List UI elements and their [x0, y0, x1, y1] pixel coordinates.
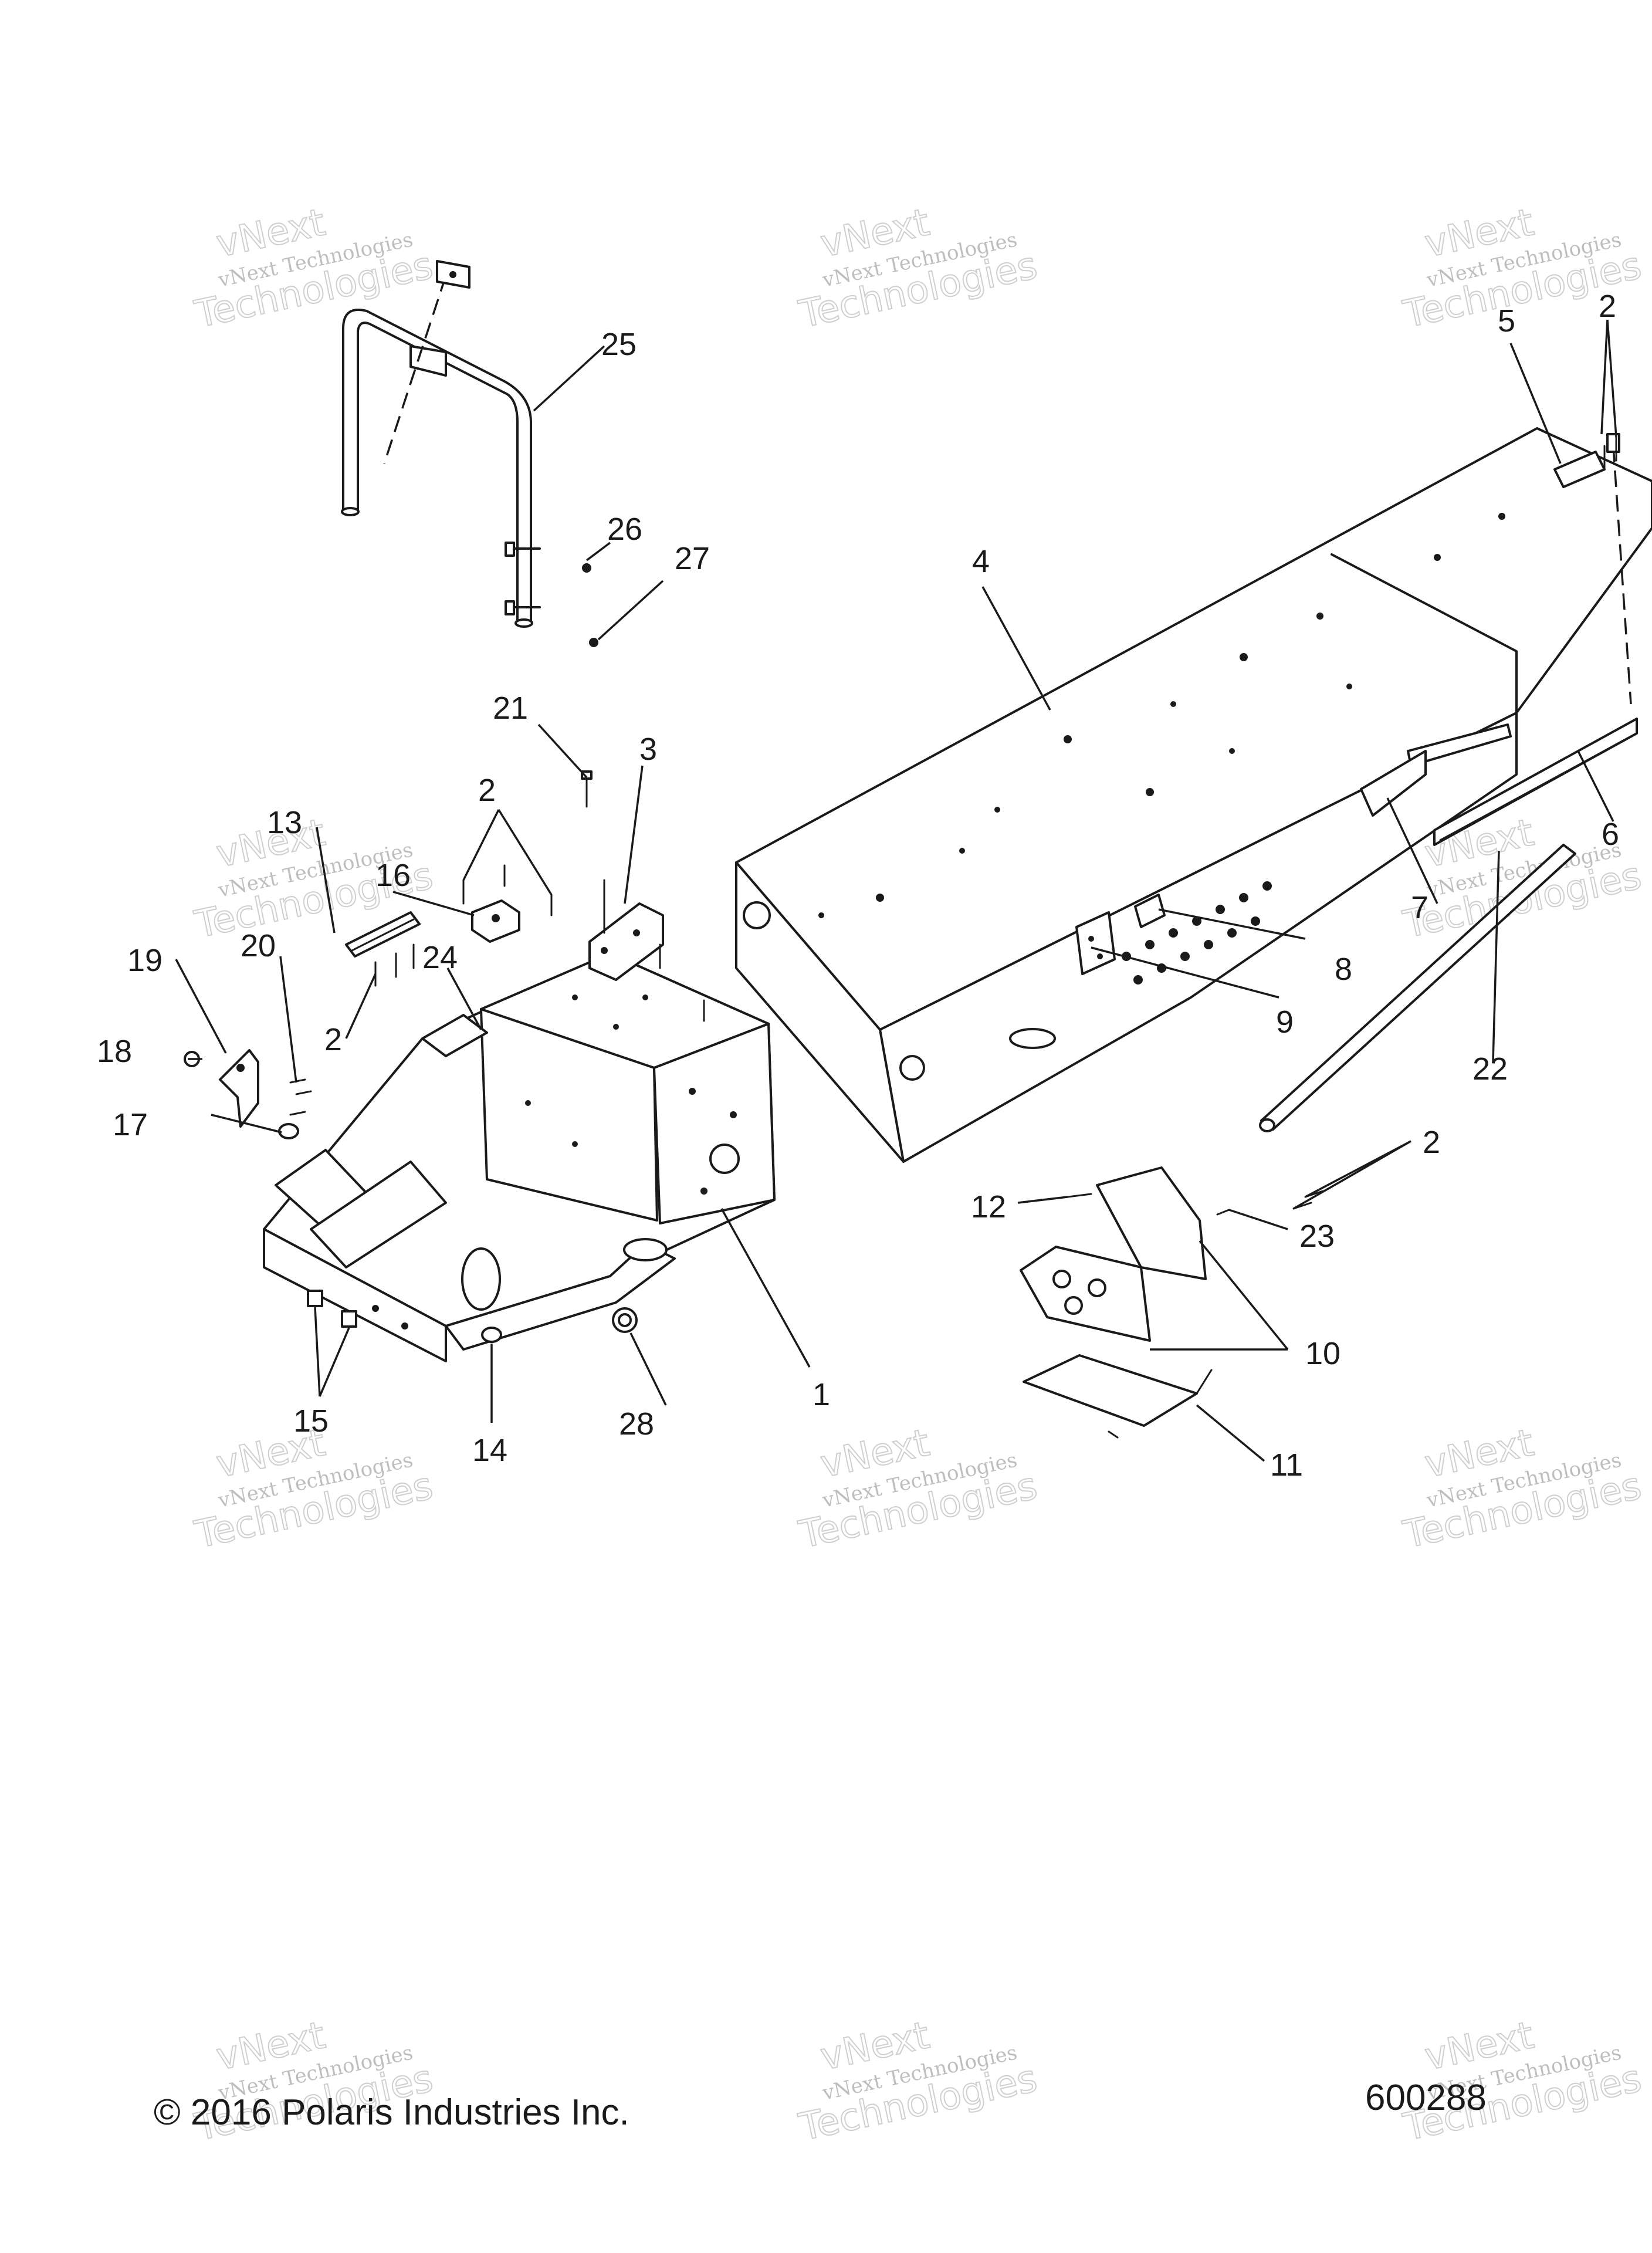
- tunnel-holes: [818, 513, 1505, 918]
- watermark: vNext vNext Technologies Technologies: [795, 1420, 1042, 1558]
- callout-6: 6: [1602, 817, 1619, 852]
- callout-18: 18: [97, 1034, 132, 1069]
- callout-15: 15: [293, 1403, 329, 1439]
- leader-lines: [175, 319, 1617, 1462]
- part-13-clip: [345, 911, 421, 958]
- part-19-bracket: [219, 1049, 259, 1128]
- callout-16: 16: [375, 858, 411, 893]
- callout-9: 9: [1276, 1004, 1294, 1040]
- watermark: vNext vNext Technologies Technologies: [1399, 200, 1646, 337]
- watermark: vNext vNext Technologies Technologies: [191, 200, 438, 337]
- callout-25: 25: [601, 327, 637, 362]
- callout-5: 5: [1498, 303, 1515, 339]
- callout-2: 2: [324, 1022, 342, 1057]
- callout-24: 24: [422, 940, 458, 975]
- callout-3: 3: [639, 732, 657, 767]
- watermark: vNext vNext Technologies Technologies: [795, 200, 1042, 337]
- callout-2: 2: [1599, 289, 1616, 324]
- callout-4: 4: [972, 544, 990, 579]
- callout-23: 23: [1299, 1219, 1335, 1254]
- part-1-front-frame: [263, 952, 776, 1362]
- part-7-side-plate: [1360, 750, 1427, 817]
- part-10-brackets: [1020, 1166, 1207, 1342]
- part-12-bolt: [1067, 1193, 1092, 1198]
- callout-7: 7: [1411, 890, 1428, 925]
- callout-21: 21: [493, 691, 528, 726]
- part-3-bracket: [588, 879, 664, 981]
- callout-20: 20: [241, 928, 276, 963]
- callout-labels: 25 26 27 21 3 2 4 5 2 13 16 19 20 24 2 1…: [97, 289, 1619, 1483]
- part-27-nut: [589, 638, 598, 647]
- watermark: vNext vNext Technologies Technologies: [795, 2013, 1042, 2150]
- watermark: vNext vNext Technologies Technologies: [1399, 1420, 1646, 1558]
- callout-11: 11: [1270, 1447, 1303, 1483]
- part-6-rail: [1433, 718, 1638, 846]
- callout-28: 28: [619, 1406, 654, 1442]
- part-23-bolt: [1216, 1209, 1230, 1216]
- frame-holes: [372, 994, 737, 1330]
- callout-1: 1: [813, 1377, 830, 1412]
- part-17-bolt: [278, 1123, 299, 1139]
- part-15-nuts: [307, 1290, 357, 1328]
- part-16-bracket: [471, 899, 520, 943]
- callout-10: 10: [1305, 1336, 1340, 1371]
- part-25-grab-bar: [341, 260, 533, 628]
- part-14-plug: [481, 1327, 502, 1343]
- callout-22: 22: [1472, 1051, 1508, 1087]
- part-24-cross-member: [421, 1014, 488, 1057]
- drawing-number: 600288: [1365, 2078, 1487, 2118]
- callout-14: 14: [472, 1433, 507, 1468]
- callout-2: 2: [478, 773, 496, 808]
- part-2-fasteners: [374, 436, 1617, 1210]
- part-20-fasteners: [289, 1078, 312, 1116]
- callout-26: 26: [607, 512, 642, 547]
- part-28-grommet: [612, 1307, 638, 1333]
- callout-27: 27: [675, 541, 710, 576]
- callout-17: 17: [113, 1107, 148, 1142]
- part-26-bolts: [505, 542, 591, 615]
- part-11-bracket: [1023, 1354, 1213, 1439]
- tunnel-rear-ventilation-holes: [1122, 881, 1272, 985]
- callout-19: 19: [127, 943, 163, 978]
- callout-13: 13: [267, 805, 302, 840]
- copyright-notice: © 2016 Polaris Industries Inc.: [154, 2092, 629, 2133]
- part-21-bolt: [581, 770, 593, 808]
- callout-8: 8: [1335, 952, 1352, 987]
- callout-12: 12: [971, 1189, 1006, 1224]
- part-9-plate: [1075, 911, 1116, 975]
- part-8-plate: [1134, 894, 1166, 928]
- part-4-tunnel: [735, 427, 1652, 1163]
- callout-2: 2: [1423, 1125, 1440, 1160]
- watermark: vNext vNext Technologies Technologies: [1399, 2013, 1646, 2150]
